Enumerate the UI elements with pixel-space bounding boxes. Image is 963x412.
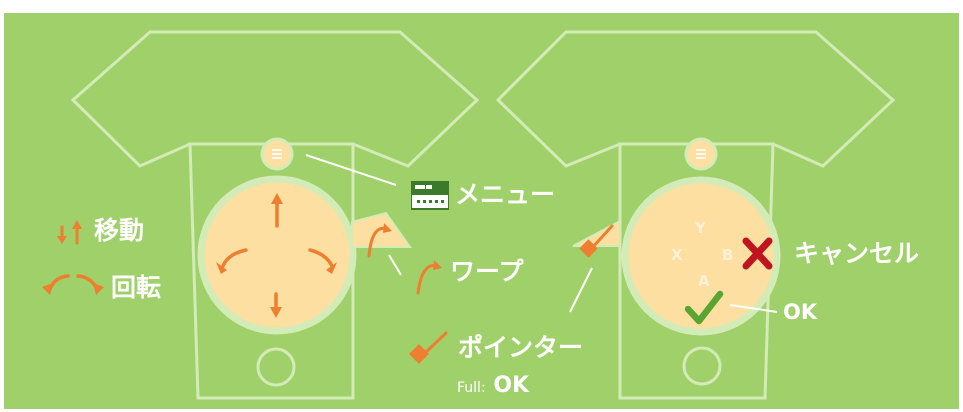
cancel-label: キャンセル — [794, 239, 920, 268]
diagram-background — [4, 13, 959, 409]
right-face-pad[interactable] — [621, 176, 781, 336]
warp-leader-line — [388, 254, 402, 276]
right-menu-button-glyph — [696, 149, 706, 159]
full-prefix: Full: — [457, 380, 486, 396]
left-controller — [70, 30, 480, 400]
menu-button-glyph — [272, 149, 282, 159]
left-bottom-button[interactable] — [256, 347, 296, 387]
ok-label: OK — [783, 300, 818, 324]
x-button-label[interactable]: X — [671, 246, 683, 264]
full-ok-label: Full: OK — [457, 375, 529, 397]
pointer-icon — [409, 224, 614, 364]
leader-lines — [305, 154, 778, 313]
pointer-label: ポインター — [458, 333, 584, 362]
b-button-label[interactable]: B — [722, 246, 734, 264]
move-label: 移動 — [94, 216, 145, 245]
menu-label: メニュー — [455, 180, 556, 209]
right-controller-top-outline — [495, 30, 896, 168]
left-controller-top-outline — [70, 30, 480, 168]
ok-leader-line — [729, 304, 778, 313]
checkmark-icon — [684, 290, 724, 325]
pointer-leader-line — [569, 267, 593, 313]
right-bottom-button[interactable] — [682, 346, 722, 386]
rotate-label: 回転 — [111, 273, 162, 302]
menu-icon — [411, 181, 449, 210]
right-trigger[interactable] — [572, 219, 621, 247]
menu-leader-line — [305, 154, 397, 186]
move-arrows-icon — [57, 220, 82, 245]
y-button-label[interactable]: Y — [695, 219, 706, 237]
left-thumbstick[interactable] — [197, 175, 357, 335]
stick-arrows-icon — [216, 193, 337, 318]
rotate-arrows-icon — [42, 274, 104, 295]
warp-label: ワープ — [450, 257, 524, 286]
a-button-label[interactable]: A — [698, 272, 710, 290]
full-value: OK — [493, 373, 530, 398]
right-controller — [495, 30, 896, 400]
warp-arc-icon — [367, 223, 442, 295]
cross-icon — [742, 237, 773, 270]
